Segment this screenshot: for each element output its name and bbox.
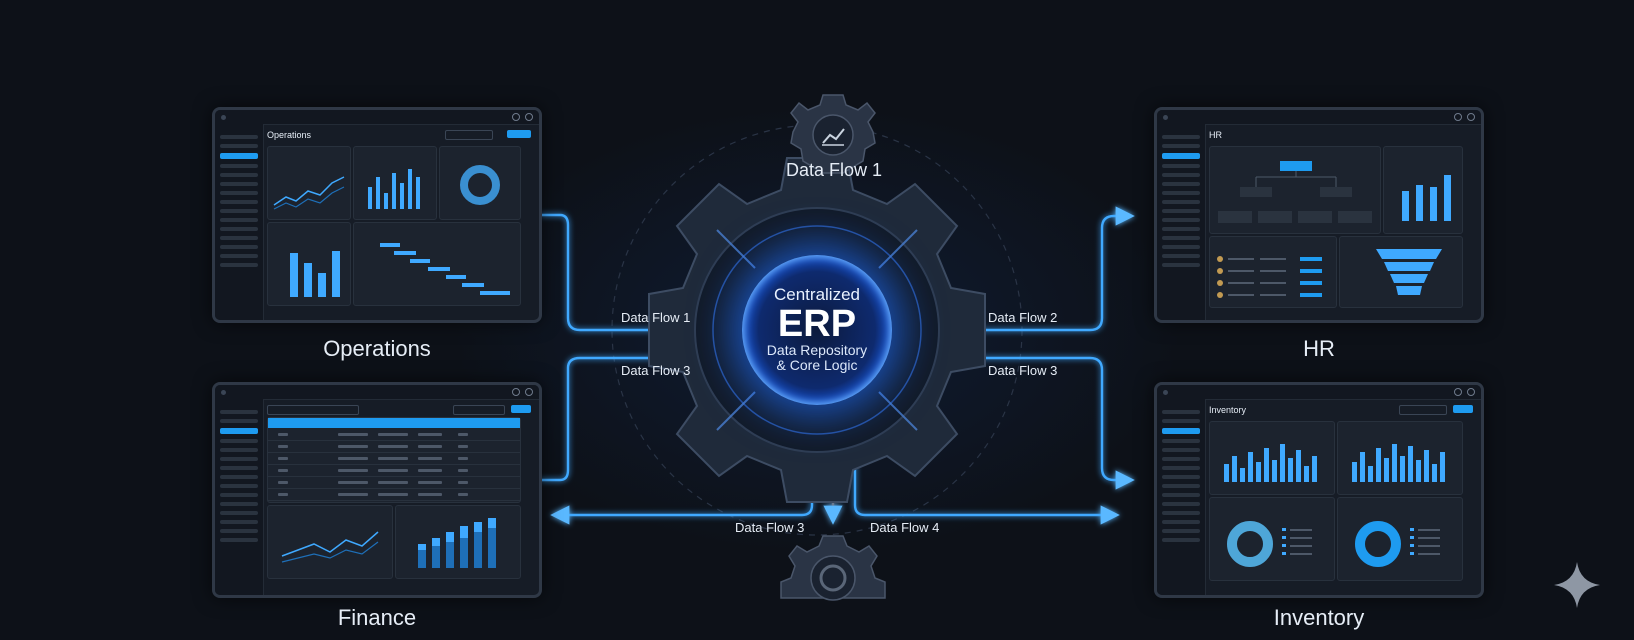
bar-chart-card: [1209, 421, 1335, 495]
primary-button[interactable]: [511, 405, 531, 413]
sidebar: [1157, 124, 1206, 320]
sparkle-icon: [1554, 562, 1600, 608]
user-icon[interactable]: [525, 113, 533, 121]
wire-hr: [950, 206, 1135, 332]
flow-label-left-lower: Data Flow 3: [621, 363, 691, 378]
top-gear-icon: [790, 94, 876, 174]
table-row[interactable]: [268, 454, 520, 465]
settings-icon[interactable]: [512, 388, 520, 396]
window-titlebar: [1157, 110, 1481, 125]
app-logo-icon: [221, 389, 226, 395]
settings-icon[interactable]: [1454, 113, 1462, 121]
search-input[interactable]: [1399, 405, 1447, 415]
table-row[interactable]: [268, 466, 520, 477]
line-chart-card: [267, 505, 393, 579]
bar-chart-card: [1383, 146, 1463, 234]
stacked-bar-card: [395, 505, 521, 579]
hr-label: HR: [1303, 336, 1335, 361]
wire-inventory: [950, 356, 1135, 490]
flow-label-top: Data Flow 1: [786, 160, 883, 180]
core-subtitle-2: & Core Logic: [776, 357, 858, 373]
flow-label-right-upper: Data Flow 2: [988, 310, 1058, 325]
donut-chart-card: [1337, 497, 1463, 581]
funnel-chart-card: [1339, 236, 1463, 308]
app-logo-icon: [221, 114, 226, 120]
donut-chart-card: [439, 146, 521, 220]
bottom-gear-icon: [780, 535, 886, 601]
operations-dashboard: Operations: [212, 107, 542, 323]
table-row[interactable]: [268, 478, 520, 489]
bar-chart-card: [353, 146, 437, 220]
wire-bottom-left: [550, 448, 814, 525]
flow-label-right-lower: Data Flow 3: [988, 363, 1058, 378]
wire-bottom-right: [853, 448, 1120, 525]
operations-label: Operations: [323, 336, 431, 361]
window-titlebar: [215, 385, 539, 400]
window-titlebar: [1157, 385, 1481, 400]
table-row[interactable]: [268, 442, 520, 453]
module-header: Operations: [267, 130, 312, 140]
user-icon[interactable]: [1467, 113, 1475, 121]
sidebar: [215, 399, 264, 595]
gantt-chart-card: [353, 222, 521, 306]
table-row[interactable]: [268, 490, 520, 501]
primary-button[interactable]: [1453, 405, 1473, 413]
wire-finance: [540, 356, 720, 482]
erp-core: Centralized ERP Data Repository & Core L…: [742, 255, 892, 405]
user-icon[interactable]: [1467, 388, 1475, 396]
employee-list-card: [1209, 236, 1337, 308]
table-row[interactable]: [268, 430, 520, 441]
filter-input[interactable]: [267, 405, 359, 415]
column-chart-card: [267, 222, 351, 306]
flow-label-left-upper: Data Flow 1: [621, 310, 691, 325]
search-input[interactable]: [445, 130, 493, 140]
hr-dashboard: HR: [1154, 107, 1484, 323]
wire-operations: [540, 213, 720, 332]
window-titlebar: [215, 110, 539, 125]
line-chart-card: [267, 146, 351, 220]
core-title-top: Centralized: [774, 285, 860, 304]
donut-chart-card: [1209, 497, 1335, 581]
sidebar: [215, 124, 264, 320]
bar-chart-card: [1337, 421, 1463, 495]
transactions-table: [267, 417, 521, 503]
search-input[interactable]: [453, 405, 505, 415]
finance-dashboard: [212, 382, 542, 598]
finance-label: Finance: [337, 605, 417, 630]
settings-icon[interactable]: [512, 113, 520, 121]
module-header: HR: [1209, 130, 1222, 140]
org-chart-card: [1209, 146, 1381, 234]
settings-icon[interactable]: [1454, 388, 1462, 396]
inventory-label: Inventory: [1273, 605, 1365, 630]
user-icon[interactable]: [525, 388, 533, 396]
inventory-dashboard: Inventory: [1154, 382, 1484, 598]
flow-label-bottom-right: Data Flow 4: [870, 520, 940, 535]
app-logo-icon: [1163, 114, 1168, 120]
app-logo-icon: [1163, 389, 1168, 395]
core-subtitle-1: Data Repository: [766, 342, 868, 358]
module-header: Inventory: [1209, 405, 1247, 415]
table-header: [268, 418, 520, 428]
primary-button[interactable]: [507, 130, 531, 138]
flow-label-bottom-left: Data Flow 3: [735, 520, 805, 535]
core-title-main: ERP: [777, 303, 857, 345]
sidebar: [1157, 399, 1206, 595]
